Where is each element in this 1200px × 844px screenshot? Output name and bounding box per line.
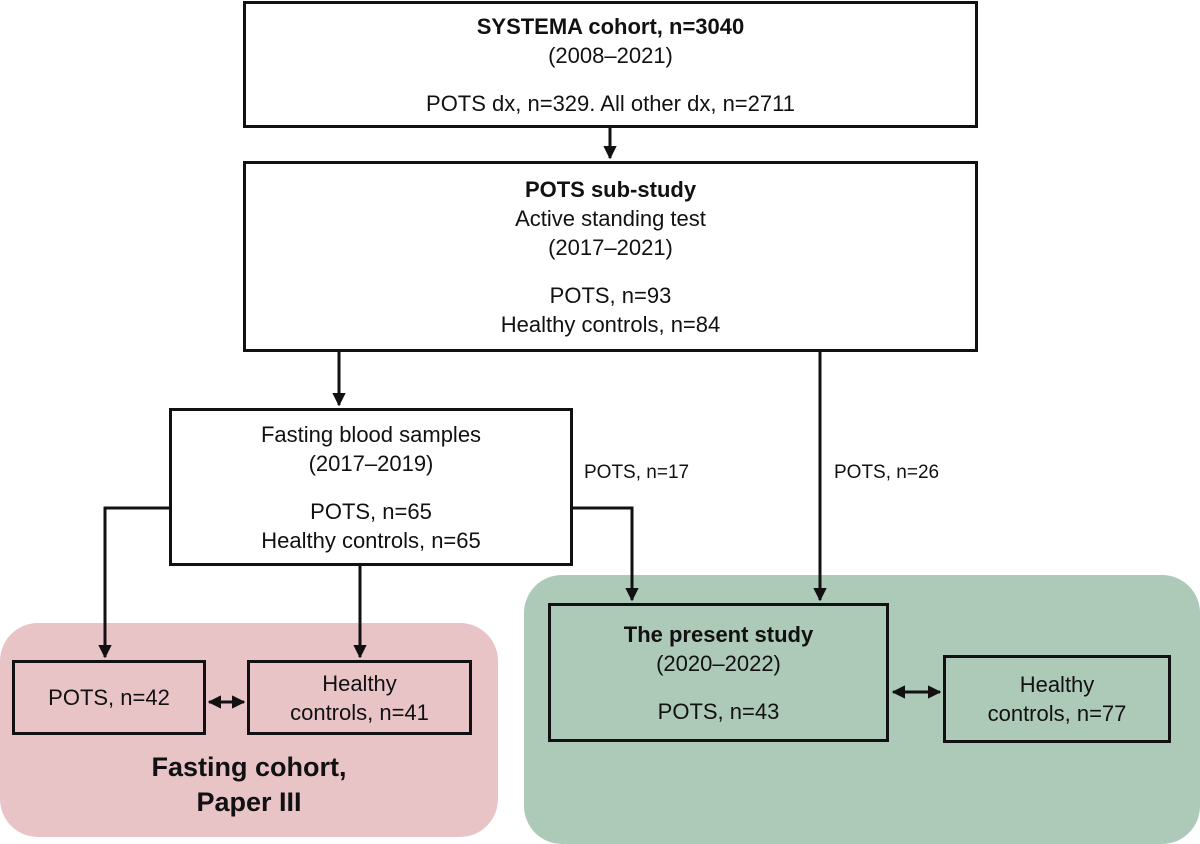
present-study-controls-line2: controls, n=77	[987, 701, 1127, 726]
substudy-controls: Healthy controls, n=84	[500, 311, 721, 337]
present-study-box: The present study (2020–2022) POTS, n=43	[548, 603, 889, 742]
present-study-title: The present study	[623, 621, 814, 647]
substudy-period: (2017–2021)	[548, 234, 673, 260]
substudy-title: POTS sub-study	[524, 176, 697, 202]
present-study-controls-line1: Healthy	[1019, 672, 1095, 697]
fasting-cohort-title-line2: Paper III	[196, 787, 302, 817]
pots-substudy-box: POTS sub-study Active standing test (201…	[243, 161, 978, 352]
fasting-samples-pots: POTS, n=65	[310, 498, 432, 524]
substudy-pots: POTS, n=93	[549, 282, 672, 308]
present-study-pots: POTS, n=43	[657, 698, 780, 724]
fasting-cohort-controls-line1: Healthy	[322, 670, 397, 696]
systema-counts: POTS dx, n=329. All other dx, n=2711	[426, 90, 795, 116]
substudy-test: Active standing test	[515, 205, 706, 231]
systema-title: SYSTEMA cohort, n=3040	[476, 13, 745, 39]
fasting-samples-controls: Healthy controls, n=65	[261, 527, 481, 553]
fasting-samples-title: Fasting blood samples	[260, 421, 482, 447]
fasting-samples-box: Fasting blood samples (2017–2019) POTS, …	[169, 408, 573, 566]
fasting-cohort-controls-box: Healthy controls, n=41	[247, 660, 472, 735]
fasting-cohort-pots-box: POTS, n=42	[12, 660, 206, 735]
present-study-controls-box: Healthy controls, n=77	[943, 655, 1171, 743]
arrow-fasting-to-pots42	[98, 506, 169, 659]
edge-label-pots-17: POTS, n=17	[584, 462, 690, 483]
fasting-cohort-pots: POTS, n=42	[48, 685, 170, 710]
present-study-period: (2020–2022)	[656, 650, 781, 676]
fasting-cohort-title: Fasting cohort, Paper III	[0, 750, 498, 820]
arrow-fasting-to-present	[573, 506, 639, 602]
edge-label-pots-26: POTS, n=26	[834, 462, 940, 483]
fasting-cohort-title-line1: Fasting cohort,	[151, 752, 347, 782]
systema-period: (2008–2021)	[548, 42, 673, 68]
fasting-samples-period: (2017–2019)	[308, 450, 434, 476]
systema-cohort-box: SYSTEMA cohort, n=3040 (2008–2021) POTS …	[243, 1, 978, 128]
fasting-cohort-controls-line2: controls, n=41	[290, 699, 429, 725]
